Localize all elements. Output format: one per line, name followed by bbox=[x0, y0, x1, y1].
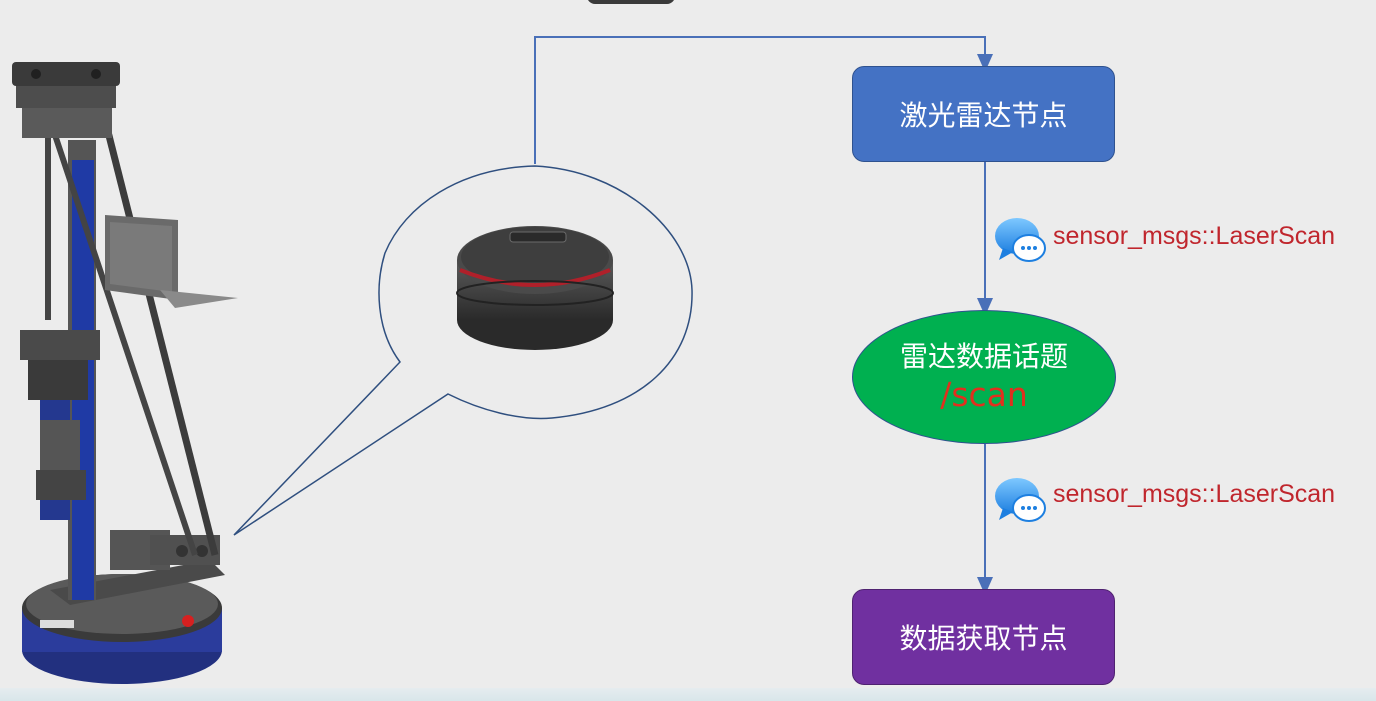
top-tab-decoration bbox=[587, 0, 675, 4]
chat-bubble-icon bbox=[995, 218, 1046, 262]
laser-node: 激光雷达节点 bbox=[852, 66, 1115, 162]
floor-strip bbox=[0, 688, 1376, 701]
connector-line bbox=[534, 36, 993, 164]
lidar-sensor-illustration bbox=[456, 226, 614, 350]
message-type-label-2: sensor_msgs::LaserScan bbox=[1053, 480, 1336, 508]
receiver-node-label: 数据获取节点 bbox=[899, 622, 1068, 655]
receiver-node: 数据获取节点 bbox=[852, 589, 1115, 685]
laser-node-label: 激光雷达节点 bbox=[899, 99, 1068, 132]
robot-illustration bbox=[12, 62, 238, 684]
topic-title: 雷达数据话题 bbox=[899, 339, 1068, 373]
chat-bubble-icon bbox=[995, 478, 1046, 522]
message-type-label-1: sensor_msgs::LaserScan bbox=[1053, 222, 1336, 250]
scan-topic-node: 雷达数据话题 /scan bbox=[852, 310, 1116, 444]
topic-name: /scan bbox=[940, 374, 1028, 414]
callout-bubble bbox=[233, 165, 693, 536]
